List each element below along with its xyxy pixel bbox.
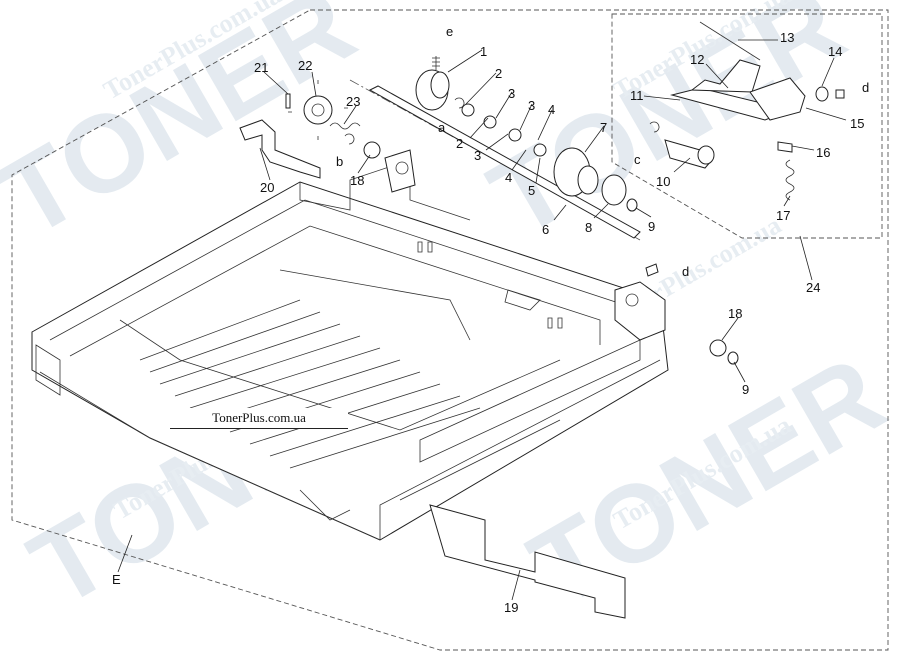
callout-label: 8 (585, 220, 592, 235)
callout-label: 23 (346, 94, 360, 109)
subassembly-24 (649, 21, 845, 201)
callout-label: 3 (474, 148, 481, 163)
callout-label: b (336, 154, 343, 169)
shaft-assembly (285, 56, 739, 365)
tray-body (31, 149, 669, 541)
callout-label: 7 (600, 120, 607, 135)
callout-label: 22 (298, 58, 312, 73)
watermark-brand: TONER (471, 0, 864, 261)
callout-label: 9 (742, 382, 749, 397)
callout-label: a (438, 120, 446, 135)
callout-label: 12 (690, 52, 704, 67)
subassembly-boundary-24 (611, 13, 883, 239)
callout-label: e (446, 24, 453, 39)
callout-label: 21 (254, 60, 268, 75)
callout-label: 5 (528, 183, 535, 198)
bracket-plate-19 (429, 504, 626, 619)
callout-label: c (634, 152, 641, 167)
callout-label: 4 (548, 102, 555, 117)
callout-label: 3 (508, 86, 515, 101)
callout-label: 3 (528, 98, 535, 113)
callout-label: 15 (850, 116, 864, 131)
callout-labels: 1 2 2 3 3 3 4 4 5 6 7 8 9 9 10 11 12 13 … (112, 24, 869, 615)
callout-label: 1 (480, 44, 487, 59)
caption-text: TonerPlus.com.ua (212, 410, 306, 425)
callout-label: 2 (456, 136, 463, 151)
ring-a (454, 97, 465, 109)
callout-label: E (112, 572, 121, 587)
callout-label: 16 (816, 145, 830, 160)
callout-label: 18 (728, 306, 742, 321)
callout-label: 9 (648, 219, 655, 234)
callout-label: 20 (260, 180, 274, 195)
callout-label: 19 (504, 600, 518, 615)
callout-label: 13 (780, 30, 794, 45)
callout-label: 11 (630, 88, 644, 103)
callout-label: d (862, 80, 869, 95)
leader-lines (117, 39, 847, 601)
assembly-boundary-E (11, 9, 889, 651)
ring-b (344, 133, 355, 145)
callout-label: 17 (776, 208, 790, 223)
callout-label: 24 (806, 280, 820, 295)
callout-label: 10 (656, 174, 670, 189)
callout-label: 14 (828, 44, 842, 59)
callout-label: 18 (350, 173, 364, 188)
callout-label: d (682, 264, 689, 279)
callout-label: 2 (495, 66, 502, 81)
bracket-20 (239, 119, 321, 179)
callout-label: 4 (505, 170, 512, 185)
callout-label: 6 (542, 222, 549, 237)
caption-box: TonerPlus.com.ua (170, 408, 348, 429)
